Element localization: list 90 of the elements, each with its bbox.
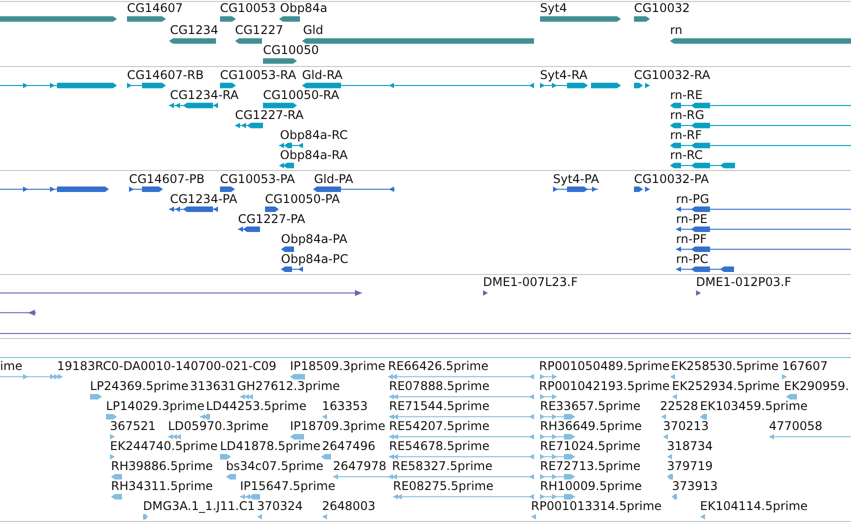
- est-label: EK103459.5prime: [700, 400, 808, 414]
- est-label: 167607: [782, 360, 828, 374]
- est-label: 2647496: [322, 440, 376, 454]
- est-label: RE72713.5prime: [540, 460, 640, 474]
- protein-label: CG10032-PA: [634, 172, 709, 186]
- transcript-label: CG1227-RA: [235, 108, 304, 122]
- est-label: 313631: [190, 380, 236, 394]
- est-label: EK244740.5prime: [110, 440, 218, 454]
- est-label: RP001050489.5prime: [539, 360, 670, 374]
- est-label: RE07888.5prime: [389, 380, 490, 394]
- est-label: GH27612.3prime: [237, 380, 340, 394]
- est-label: 370324: [257, 500, 303, 514]
- protein-label: Syt4-PA: [553, 172, 600, 186]
- est-label: EK258530.5prime: [671, 360, 779, 374]
- protein-label: CG1227-PA: [238, 212, 306, 226]
- protein-label: CG14607-PB: [129, 172, 205, 186]
- est-label: 22528: [660, 400, 698, 414]
- protein-label: CG1234-PA: [170, 192, 238, 206]
- gene-label: CG10050: [263, 44, 319, 58]
- est-label: 19183RC0-DA0010-140700-021-C09: [57, 360, 276, 374]
- est-label: 2647978: [333, 460, 386, 474]
- protein-label: rn-PC: [676, 252, 708, 266]
- est-label: RE66426.5prime: [388, 360, 488, 374]
- transcript-label: rn-RF: [670, 128, 702, 142]
- est-label: EK252934.5prime: [672, 380, 780, 394]
- protein-label: Gld-PA: [314, 172, 354, 186]
- protein-label: CG10053-PA: [220, 172, 295, 186]
- transcript-label: CG10032-RA: [634, 68, 710, 82]
- transcript-label: CG1234-RA: [170, 88, 239, 102]
- est-label: RP001013314.5prime: [531, 500, 662, 514]
- est-label: ime: [0, 360, 22, 374]
- gene-label: CG1234: [170, 24, 218, 38]
- protein-label: Obp84a-PA: [281, 232, 348, 246]
- est-label: RE54678.5prime: [389, 440, 490, 454]
- protein-label: CG10050-PA: [265, 192, 340, 206]
- gene-label: rn: [670, 24, 682, 38]
- est-label: EK290959.: [784, 380, 850, 394]
- gene-label: CG14607: [127, 2, 183, 16]
- est-label: IP18509.3prime: [290, 360, 386, 374]
- transcript-label: CG10050-RA: [263, 88, 340, 102]
- transcript-label: CG10053-RA: [220, 68, 296, 82]
- est-label: 373913: [672, 480, 718, 494]
- gene-label: CG10053: [220, 2, 276, 16]
- est-label: 367521: [110, 420, 156, 434]
- gene-label: Syt4: [540, 2, 568, 16]
- clone-label: DME1-012P03.F: [696, 276, 792, 290]
- est-label: DMG3A.1_1.J11.C1: [143, 500, 256, 514]
- est-label: RE54207.5prime: [389, 420, 490, 434]
- est-label: IP18709.3prime: [290, 420, 386, 434]
- transcript-label: Syt4-RA: [540, 68, 588, 82]
- est-label: RH39886.5prime: [111, 460, 213, 474]
- protein-label: rn-PG: [676, 192, 710, 206]
- transcript-label: Obp84a-RA: [280, 148, 348, 162]
- est-label: 318734: [667, 440, 713, 454]
- transcript-label: rn-RE: [670, 88, 703, 102]
- est-label: IP15647.5prime: [240, 480, 336, 494]
- transcript-label: CG14607-RB: [127, 68, 204, 82]
- est-label: LP14029.3prime: [106, 400, 205, 414]
- est-label: 163353: [322, 400, 368, 414]
- est-label: RH10009.5prime: [540, 480, 642, 494]
- est-label: RE58327.5prime: [392, 460, 492, 474]
- gene-label: Obp84a: [280, 2, 328, 16]
- est-label: LD05970.3prime: [168, 420, 269, 434]
- est-label: bs34c07.5prime: [226, 460, 324, 474]
- est-label: 4770058: [769, 420, 822, 434]
- est-label: LD41878.5prime: [220, 440, 321, 454]
- est-label: RE33657.5prime: [540, 400, 640, 414]
- transcript-label: rn-RG: [670, 108, 704, 122]
- protein-label: Obp84a-PC: [281, 252, 348, 266]
- est-label: LP24369.5prime: [90, 380, 189, 394]
- protein-label: rn-PE: [676, 212, 708, 226]
- est-label: RE71544.5prime: [389, 400, 490, 414]
- clone-label: DME1-007L23.F: [483, 276, 578, 290]
- gene-label: CG1227: [235, 24, 284, 38]
- transcript-label: rn-RC: [670, 148, 703, 162]
- est-label: EK104114.5prime: [700, 500, 808, 514]
- gene-label: Gld: [303, 24, 324, 38]
- transcript-label: Obp84a-RC: [280, 128, 348, 142]
- est-label: RE08275.5prime: [393, 480, 494, 494]
- est-label: LD44253.5prime: [206, 400, 307, 414]
- est-label: RH34311.5prime: [111, 480, 213, 494]
- protein-label: rn-PF: [676, 232, 707, 246]
- est-label: RH36649.5prime: [540, 420, 642, 434]
- est-label: 370213: [663, 420, 709, 434]
- est-label: RP001042193.5prime: [539, 380, 670, 394]
- est-label: RE71024.5prime: [540, 440, 640, 454]
- est-label: 2648003: [322, 500, 376, 514]
- est-label: 379719: [667, 460, 713, 474]
- gene-label: CG10032: [634, 2, 690, 16]
- transcript-label: Gld-RA: [302, 68, 343, 82]
